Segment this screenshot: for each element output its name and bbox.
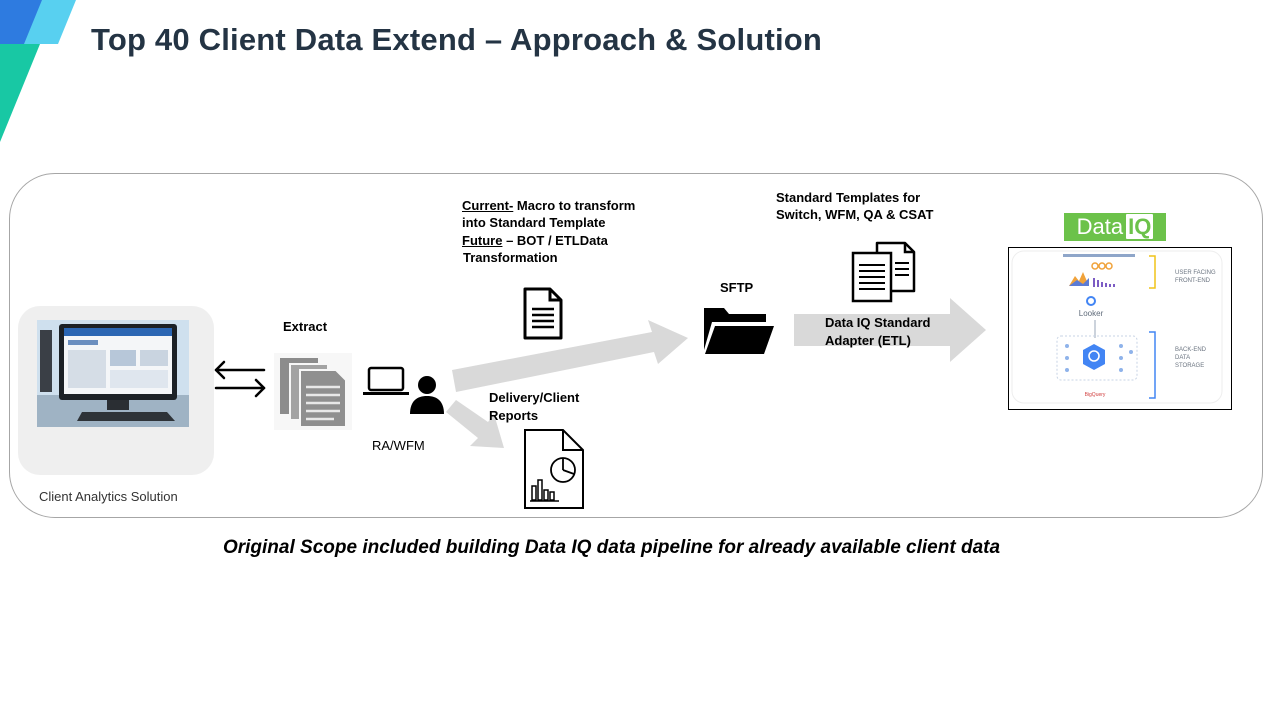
arrow-to-sftp [452,320,688,392]
looker-label: Looker [1079,309,1104,318]
delivery-label-1: Delivery/Client [489,390,580,405]
stacked-documents-icon [274,353,352,430]
open-folder-icon [704,308,774,354]
laptop-icon [363,366,409,395]
data-label: DATA [1175,355,1190,361]
delivery-label-2: Reports [489,408,539,423]
ra-wfm-label: RA/WFM [372,438,425,453]
adapter-label-1: Data IQ Standard [825,315,931,330]
bidirectional-arrows-icon [214,360,266,398]
scope-footer: Original Scope included building Data IQ… [222,537,1001,558]
computer-monitor-image [37,320,189,427]
sftp-label: SFTP [720,280,754,295]
document-icon [523,287,563,340]
future-text: – BOT / ETLData [502,233,608,248]
report-chart-icon [524,429,584,509]
person-icon [410,376,444,414]
page-title: Top 40 Client Data Extend – Approach & S… [91,22,823,57]
client-analytics-label: Client Analytics Solution [39,489,178,504]
adapter-label-2: Adapter (ETL) [825,333,911,348]
user-facing-label: USER FACING [1175,270,1216,276]
current-tag: Current- [462,198,514,213]
current-line-2: into Standard Template [462,215,606,230]
double-document-icon [851,241,916,303]
back-end-label: BACK-END [1175,347,1207,353]
current-text: Macro to transform [513,198,636,213]
future-tag: Future [462,233,503,248]
storage-label: STORAGE [1175,363,1204,369]
architecture-graphic: Looker BigQuery USER FACING FRONT-END BA… [1011,250,1223,404]
templates-label-1: Standard Templates for [776,190,921,205]
diagram-frame [9,173,1263,518]
data-iq-architecture-box: Looker BigQuery USER FACING FRONT-END BA… [1008,247,1232,410]
future-line-2: Transformation [463,250,558,265]
extract-label: Extract [283,319,328,334]
arrow-to-dataiq [794,298,986,362]
bigquery-label: BigQuery [1085,392,1106,398]
data-iq-logo-word: Data [1076,214,1124,239]
current-line: Current- Macro to transform [462,197,635,214]
future-line: Future – BOT / ETLData [462,232,608,249]
corner-accent [0,0,76,142]
data-iq-logo-iq: IQ [1126,214,1154,239]
templates-label-2: Switch, WFM, QA & CSAT [776,207,934,222]
front-end-label: FRONT-END [1175,278,1211,284]
arrow-to-reports [446,400,504,448]
